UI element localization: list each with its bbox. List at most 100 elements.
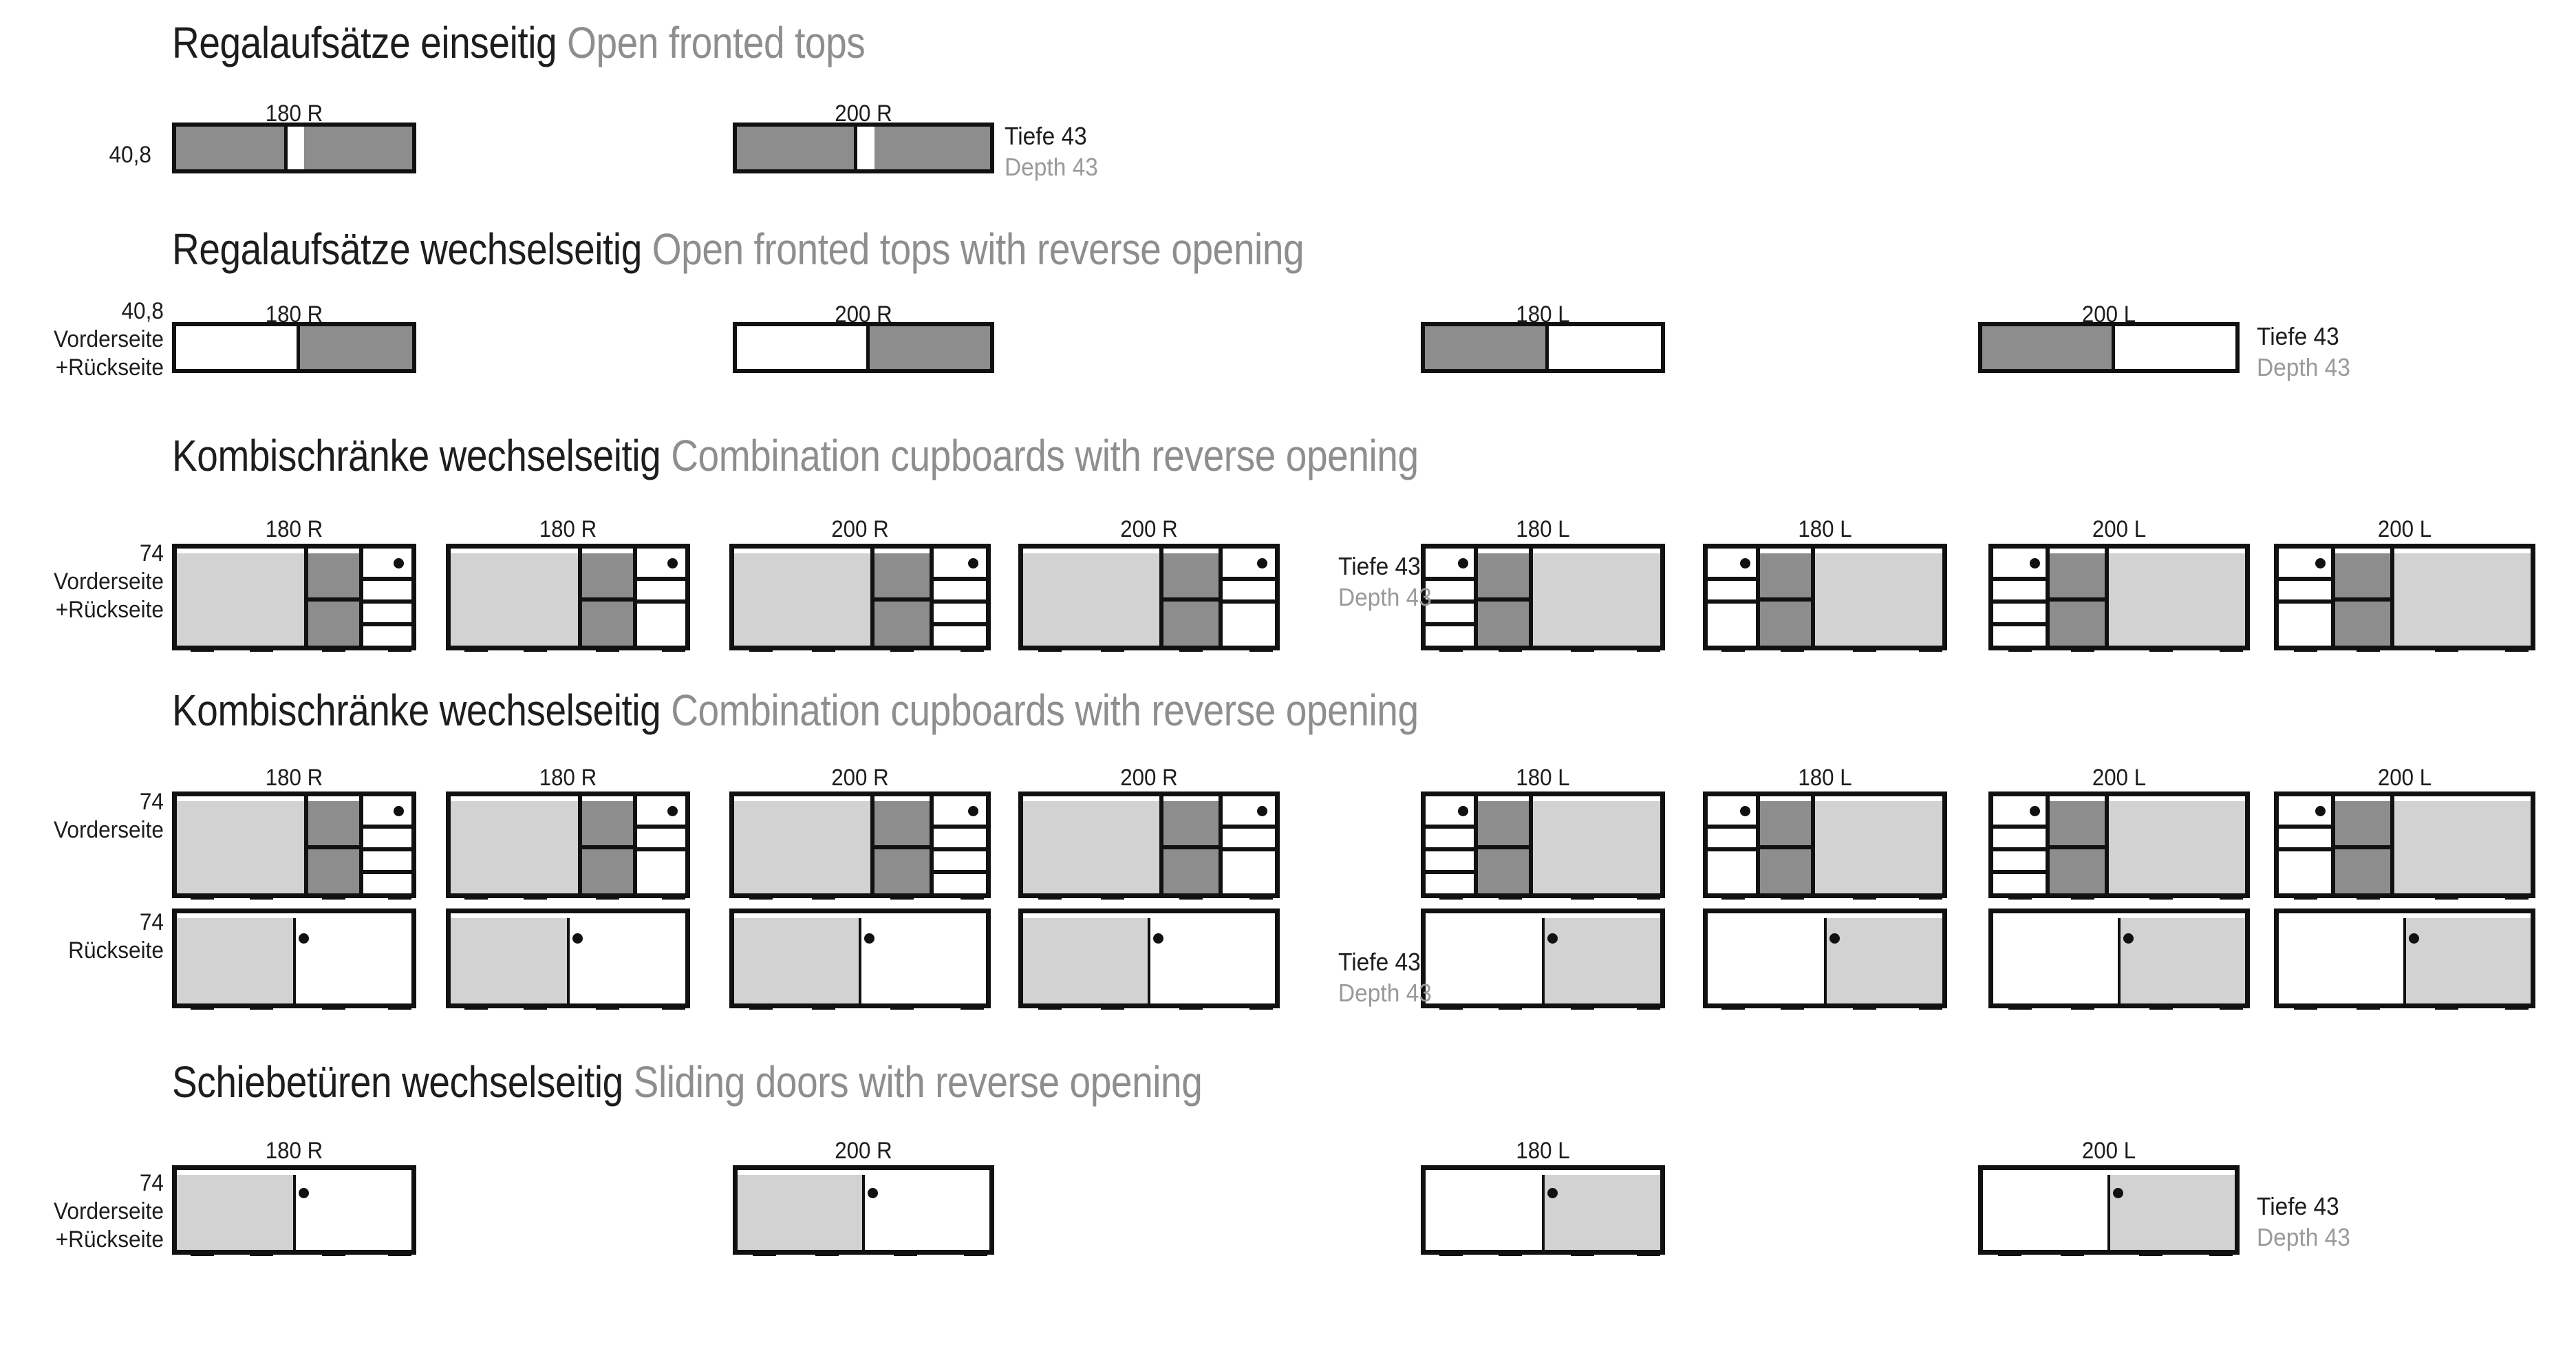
divider-dark-mid — [872, 845, 932, 849]
unit-foot-4 — [662, 1003, 685, 1010]
side-label-s2-front: Vorderseite — [54, 326, 164, 352]
unit-sliding-180-r — [172, 1165, 416, 1256]
drawer-divider-1 — [1426, 825, 1476, 829]
divider-vertical-2 — [1811, 549, 1815, 646]
unit-foot-1 — [1038, 646, 1062, 652]
divider-dark-mid — [306, 597, 361, 602]
divider-sliding-doors — [1148, 918, 1150, 1003]
unit-combi-180-r-3 — [446, 791, 690, 900]
unit-sliding-back-1 — [446, 909, 690, 1010]
drawer-divider-2 — [1708, 847, 1758, 851]
panel-dark-lower — [1758, 849, 1813, 893]
unit-foot-2 — [250, 893, 273, 900]
unit-foot-4 — [1637, 1003, 1660, 1010]
unit-caption-s4-u3: 200 R — [1120, 765, 1178, 791]
panel-door-gray-right — [1825, 918, 1942, 1003]
panel-door-white-right — [294, 1175, 411, 1250]
divider-vertical-1 — [1474, 549, 1478, 646]
drawer-divider-2 — [2279, 599, 2333, 604]
unit-foot-2 — [1499, 1250, 1522, 1256]
unit-foot-3 — [596, 646, 619, 652]
unit-foot-3 — [890, 646, 914, 652]
panel-dark-upper — [2333, 553, 2392, 597]
unit-foot-1 — [191, 1003, 214, 1010]
panel-dark-lower — [2048, 849, 2107, 893]
divider-vertical-2 — [2390, 796, 2394, 893]
unit-caption-s3-u5: 180 L — [1798, 516, 1852, 542]
side-label-s4-back: Rückseite — [68, 937, 164, 964]
panel-door-white-right — [860, 918, 986, 1003]
unit-foot-2 — [2061, 1250, 2084, 1256]
panel-large-door — [177, 801, 306, 893]
unit-foot-4 — [1637, 646, 1660, 652]
divider-vertical-1 — [870, 549, 874, 646]
panel-large-door — [451, 553, 580, 646]
drawer-knob-icon — [667, 806, 678, 816]
unit-foot-2 — [250, 646, 273, 652]
panel-dark-upper — [872, 553, 932, 597]
panel-dark-upper — [2333, 801, 2392, 845]
divider-vertical-2 — [930, 549, 934, 646]
divider-vertical-1 — [1756, 796, 1760, 893]
side-label-s2-back: +Rückseite — [55, 354, 164, 381]
panel-door-gray-right — [2109, 1175, 2235, 1250]
unit-foot-4 — [1249, 1003, 1273, 1010]
unit-caption-s3-u2: 200 R — [831, 516, 889, 542]
unit-foot-3 — [1571, 1250, 1594, 1256]
unit-half-top-180r — [172, 322, 416, 373]
depth-en-s4: Depth 43 — [1338, 979, 1432, 1007]
drawer-divider-3 — [1426, 870, 1476, 874]
unit-foot-3 — [1853, 893, 1876, 900]
unit-foot-3 — [2435, 646, 2458, 652]
unit-foot-3 — [1179, 646, 1203, 652]
panel-door-white-left — [1708, 918, 1825, 1003]
section-heading-1-de: Regalaufsätze einseitig — [172, 18, 557, 67]
unit-foot-4 — [960, 893, 984, 900]
unit-foot-1 — [2294, 893, 2317, 900]
unit-foot-4 — [1919, 1003, 1942, 1010]
divider-vertical-1 — [1159, 796, 1163, 893]
drawer-divider-2 — [1426, 847, 1476, 851]
unit-foot-1 — [2294, 1003, 2317, 1010]
panel-dark-lower — [1758, 602, 1813, 646]
divider-sliding-doors — [293, 918, 296, 1003]
depth-de-s2: Tiefe 43 — [2257, 322, 2339, 350]
depth-en-s1: Depth 43 — [1005, 153, 1098, 181]
unit-combi-200-r-4 — [729, 791, 991, 900]
panel-dark-upper — [872, 801, 932, 845]
divider-vertical-1 — [1756, 549, 1760, 646]
divider-vertical-2 — [359, 549, 363, 646]
unit-caption-s1-u1: 200 R — [835, 100, 892, 127]
divider-vertical-2 — [1811, 796, 1815, 893]
unit-caption-s3-u6: 200 L — [2092, 516, 2147, 542]
divider-dark-mid — [306, 845, 361, 849]
drawer-divider-1 — [361, 577, 411, 581]
side-label-s4-height-back: 74 — [139, 909, 164, 935]
drawer-divider-3 — [361, 870, 411, 874]
unit-sliding-back-7 — [2274, 909, 2535, 1010]
unit-foot-3 — [2435, 893, 2458, 900]
unit-combi-180-r-4 — [172, 791, 416, 900]
divider-sliding-doors — [862, 1175, 865, 1250]
section-heading-5: Schiebetüren wechselseitig Sliding doors… — [172, 1060, 1203, 1104]
divider-sliding-doors — [2403, 918, 2406, 1003]
drawer-knob-icon — [667, 558, 678, 569]
unit-foot-4 — [1637, 1250, 1660, 1256]
drawer-divider-1 — [1708, 825, 1758, 829]
door-knob-icon — [2113, 1188, 2123, 1198]
unit-foot-4 — [960, 1003, 984, 1010]
panel-gray-right — [300, 326, 412, 369]
drawer-knob-icon — [1257, 558, 1267, 569]
panel-gray-left — [176, 127, 284, 169]
side-label-s2-height: 40,8 — [121, 298, 164, 324]
unit-foot-3 — [894, 1250, 917, 1256]
divider-vertical-1 — [304, 796, 308, 893]
side-label-s5-height: 74 — [139, 1170, 164, 1196]
unit-foot-3 — [1571, 1003, 1594, 1010]
unit-combi-180-r-3 — [446, 544, 690, 652]
unit-foot-4 — [662, 893, 685, 900]
unit-caption-s3-u0: 180 R — [265, 516, 323, 542]
door-knob-icon — [299, 1188, 309, 1198]
unit-combi-180-r-4 — [172, 544, 416, 652]
